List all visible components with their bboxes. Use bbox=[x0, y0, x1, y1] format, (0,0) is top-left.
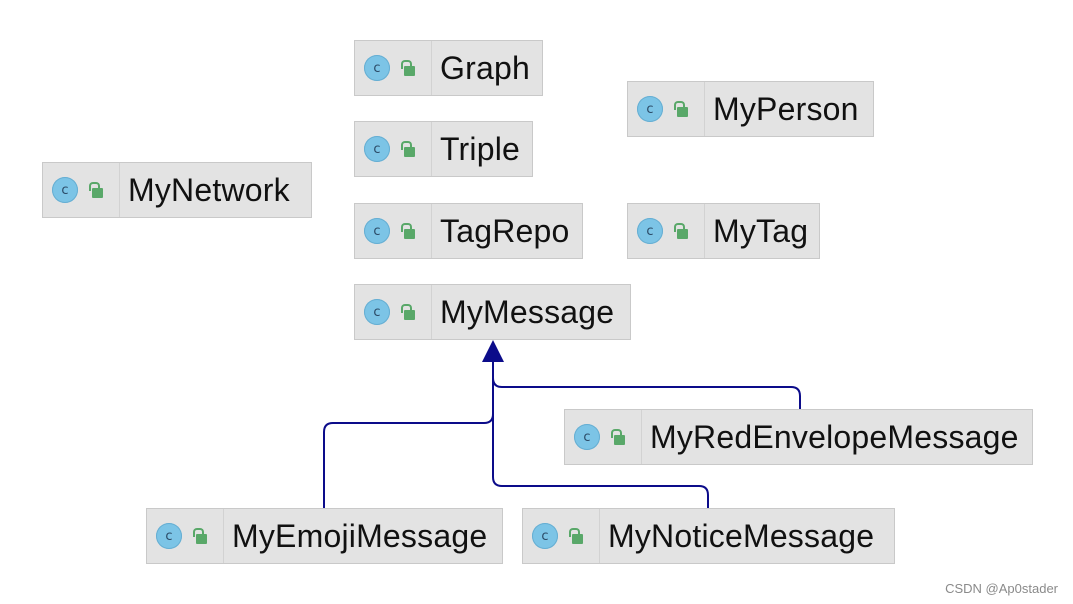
class-name: MyTag bbox=[713, 212, 809, 249]
public-lock-icon bbox=[192, 527, 208, 545]
node-icons: c bbox=[523, 509, 600, 563]
public-lock-icon bbox=[400, 303, 416, 321]
public-lock-icon bbox=[673, 222, 689, 240]
class-node-mynoticemessage[interactable]: c MyNoticeMessage bbox=[522, 508, 895, 564]
class-c-icon: c bbox=[364, 136, 390, 162]
public-lock-icon bbox=[568, 527, 584, 545]
class-name: TagRepo bbox=[440, 212, 570, 249]
edge-mynoticemessage-to-mymessage bbox=[492, 362, 709, 508]
class-name: Graph bbox=[440, 49, 530, 86]
node-icons: c bbox=[355, 41, 432, 95]
public-lock-icon bbox=[400, 140, 416, 158]
edge-myemojimessage-to-mymessage bbox=[323, 362, 494, 508]
public-lock-icon bbox=[400, 222, 416, 240]
node-icons: c bbox=[43, 163, 120, 217]
class-name: MyMessage bbox=[440, 293, 615, 330]
class-name: MyRedEnvelopeMessage bbox=[650, 418, 1019, 455]
class-node-mynetwork[interactable]: c MyNetwork bbox=[42, 162, 312, 218]
generalization-arrowhead bbox=[482, 340, 504, 362]
class-name: MyNoticeMessage bbox=[608, 517, 875, 554]
class-node-triple[interactable]: c Triple bbox=[354, 121, 533, 177]
class-c-icon: c bbox=[637, 96, 663, 122]
public-lock-icon bbox=[610, 428, 626, 446]
node-icons: c bbox=[628, 204, 705, 258]
class-c-icon: c bbox=[364, 218, 390, 244]
class-name: MyEmojiMessage bbox=[232, 517, 488, 554]
class-c-icon: c bbox=[156, 523, 182, 549]
node-icons: c bbox=[147, 509, 224, 563]
class-node-myperson[interactable]: c MyPerson bbox=[627, 81, 874, 137]
node-icons: c bbox=[565, 410, 642, 464]
public-lock-icon bbox=[88, 181, 104, 199]
class-name: MyNetwork bbox=[128, 171, 290, 208]
class-node-myredenvelopemessage[interactable]: c MyRedEnvelopeMessage bbox=[564, 409, 1033, 465]
class-name: MyPerson bbox=[713, 90, 859, 127]
class-node-graph[interactable]: c Graph bbox=[354, 40, 543, 96]
edge-myredenvelopemessage-to-mymessage bbox=[492, 362, 801, 409]
node-icons: c bbox=[355, 122, 432, 176]
class-node-myemojimessage[interactable]: c MyEmojiMessage bbox=[146, 508, 503, 564]
public-lock-icon bbox=[400, 59, 416, 77]
class-c-icon: c bbox=[574, 424, 600, 450]
class-c-icon: c bbox=[364, 55, 390, 81]
class-name: Triple bbox=[440, 130, 521, 167]
node-icons: c bbox=[628, 82, 705, 136]
class-c-icon: c bbox=[52, 177, 78, 203]
class-node-mymessage[interactable]: c MyMessage bbox=[354, 284, 631, 340]
class-node-mytag[interactable]: c MyTag bbox=[627, 203, 820, 259]
class-node-tagrepo[interactable]: c TagRepo bbox=[354, 203, 583, 259]
class-c-icon: c bbox=[364, 299, 390, 325]
class-c-icon: c bbox=[532, 523, 558, 549]
public-lock-icon bbox=[673, 100, 689, 118]
node-icons: c bbox=[355, 285, 432, 339]
class-c-icon: c bbox=[637, 218, 663, 244]
node-icons: c bbox=[355, 204, 432, 258]
watermark: CSDN @Ap0stader bbox=[945, 581, 1058, 596]
